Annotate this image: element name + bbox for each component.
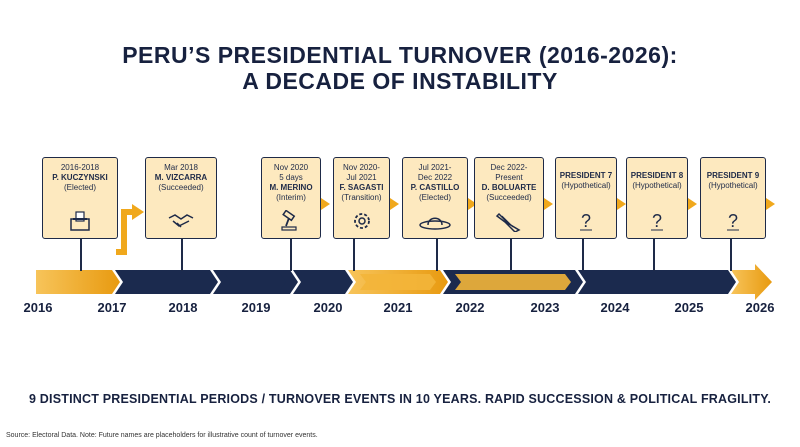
card-date: Nov 2020- — [343, 163, 380, 172]
svg-text:?: ? — [652, 211, 662, 231]
year-label: 2026 — [745, 300, 775, 315]
connector-stem — [653, 239, 655, 271]
gavel-icon — [262, 210, 320, 232]
svg-text:?: ? — [728, 211, 738, 231]
card-status: (Elected) — [63, 183, 96, 192]
connector-stem — [436, 239, 438, 271]
source-note: Source: Electoral Data. Note: Future nam… — [6, 432, 318, 439]
card-status: (Transition) — [341, 193, 382, 202]
card-name: M. VIZCARRA — [154, 173, 208, 182]
card-status: (Hypothetical) — [632, 181, 682, 190]
title-line-1: PERU’S PRESIDENTIAL TURNOVER (2016-2026)… — [122, 42, 678, 68]
year-label: 2025 — [674, 300, 704, 315]
president-card-1: 2016-2018 P. KUCZYNSKI (Elected) — [42, 157, 118, 239]
card-date: 2016-2018 — [60, 163, 100, 172]
card-date-end: Dec 2022 — [417, 173, 453, 182]
year-label: 2021 — [383, 300, 413, 315]
card-arrow — [766, 198, 775, 210]
president-card-3: Nov 2020 5 days M. MERINO (Interim) — [261, 157, 321, 239]
year-label: 2018 — [168, 300, 198, 315]
card-name: D. BOLUARTE — [481, 183, 537, 192]
card-date-end: Present — [495, 173, 523, 182]
connector-stem — [582, 239, 584, 271]
card-arrow — [468, 198, 477, 210]
president-card-2: Mar 2018 M. VIZCARRA (Succeeded) — [145, 157, 217, 239]
card-date: Mar 2018 — [164, 163, 198, 172]
president-card-5: Jul 2021- Dec 2022 P. CASTILLO (Elected) — [402, 157, 468, 239]
connector-stem — [510, 239, 512, 271]
card-arrow — [544, 198, 553, 210]
card-status: (Elected) — [418, 193, 451, 202]
connector-stem — [80, 239, 82, 271]
year-label: 2016 — [23, 300, 53, 315]
card-arrow — [617, 198, 626, 210]
svg-text:?: ? — [581, 211, 591, 231]
card-name: F. SAGASTI — [339, 183, 384, 192]
timeline-segment — [36, 270, 120, 294]
card-status: (Interim) — [276, 193, 306, 202]
card-name: P. CASTILLO — [410, 183, 460, 192]
handshake-icon — [146, 210, 216, 232]
card-arrow — [688, 198, 697, 210]
card-date: Jul 2021- — [418, 163, 452, 172]
year-label: 2022 — [455, 300, 485, 315]
question-icon: ? — [701, 210, 765, 232]
year-label: 2023 — [530, 300, 560, 315]
card-duration: 5 days — [279, 173, 303, 182]
question-icon: ? — [627, 210, 687, 232]
president-card-7: PRESIDENT 7 (Hypothetical) ? — [555, 157, 617, 239]
card-date: Dec 2022- — [490, 163, 528, 172]
president-card-8: PRESIDENT 8 (Hypothetical) ? — [626, 157, 688, 239]
card-date: Nov 2020 — [273, 163, 309, 172]
card-name: PRESIDENT 8 — [630, 171, 684, 180]
card-arrow — [321, 198, 330, 210]
card-date-end: Jul 2021 — [346, 173, 377, 182]
president-card-4: Nov 2020- Jul 2021 F. SAGASTI (Transitio… — [333, 157, 390, 239]
connector-stem — [181, 239, 183, 271]
year-label: 2020 — [313, 300, 343, 315]
card-status: (Succeeded) — [158, 183, 204, 192]
connector-stem — [290, 239, 292, 271]
card-status: (Succeeded) — [486, 193, 532, 202]
card-name: PRESIDENT 7 — [559, 171, 613, 180]
card-name: P. KUCZYNSKI — [52, 173, 108, 182]
connector-stem — [730, 239, 732, 271]
year-label: 2024 — [600, 300, 630, 315]
hat-icon — [403, 210, 467, 232]
sash-icon — [475, 210, 543, 232]
connector-stem — [353, 239, 355, 271]
card-name: PRESIDENT 9 — [706, 171, 760, 180]
president-card-6: Dec 2022- Present D. BOLUARTE (Succeeded… — [474, 157, 544, 239]
year-label: 2019 — [241, 300, 271, 315]
card-status: (Hypothetical) — [561, 181, 611, 190]
president-card-9: PRESIDENT 9 (Hypothetical) ? — [700, 157, 766, 239]
title-line-2: A DECADE OF INSTABILITY — [242, 68, 558, 94]
timeline-segment — [115, 270, 218, 294]
card-status: (Hypothetical) — [708, 181, 758, 190]
year-label: 2017 — [97, 300, 127, 315]
timeline-segment — [293, 270, 353, 294]
ballot-box-icon — [43, 210, 117, 232]
summary-text: 9 DISTINCT PRESIDENTIAL PERIODS / TURNOV… — [28, 392, 772, 406]
timeline-segment — [578, 270, 736, 294]
timeline-arrowhead — [731, 264, 772, 300]
card-arrow — [390, 198, 399, 210]
gear-icon — [334, 210, 389, 232]
question-icon: ? — [556, 210, 616, 232]
card-name: M. MERINO — [269, 183, 313, 192]
